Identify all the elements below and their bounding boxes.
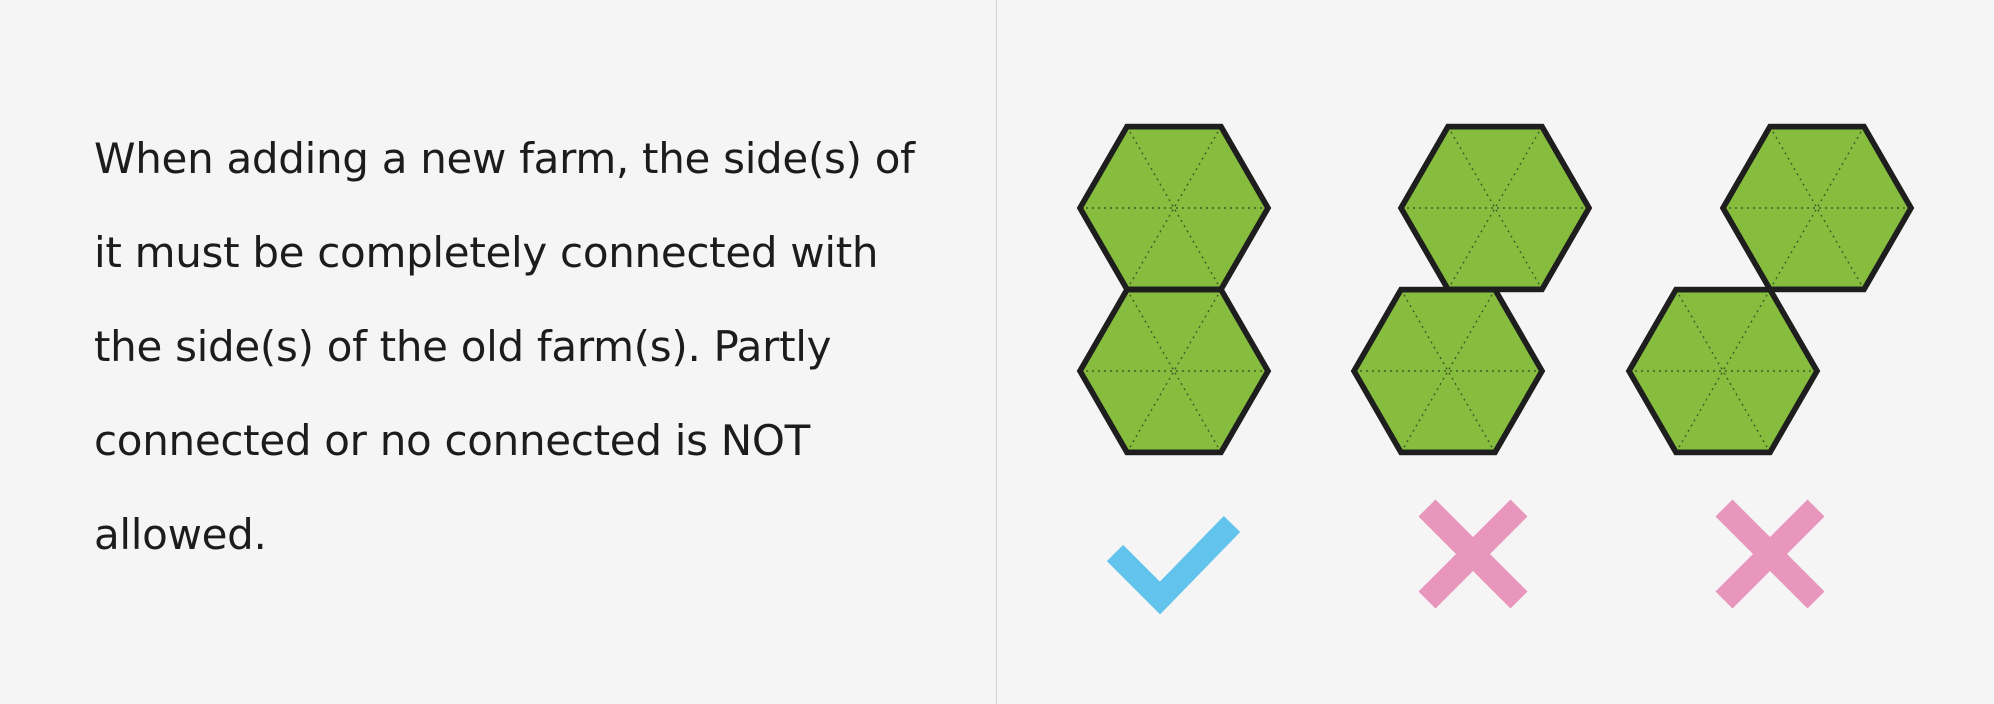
farm-hex-outline (1719, 123, 1915, 293)
new-farm-hex (1350, 286, 1546, 456)
example-fully-connected (1076, 123, 1272, 615)
cross-icon (1715, 499, 1825, 609)
farm-grid-line (1126, 289, 1222, 453)
example-partly-connected (1350, 123, 1593, 609)
farm-grid-line (1126, 289, 1222, 453)
farm-grid-line (1400, 289, 1496, 453)
farm-grid-line (1675, 289, 1771, 453)
farm-grid-line (1400, 289, 1496, 453)
farm-grid-line (1126, 126, 1222, 290)
farm-hex-outline (1625, 286, 1821, 456)
example-not-connected (1625, 123, 1915, 609)
rule-instruction-text: When adding a new farm, the side(s) of i… (94, 134, 915, 559)
check-icon (1106, 515, 1241, 615)
farm-grid-line (1447, 126, 1543, 290)
old-farm-hex (1397, 123, 1593, 293)
panel-divider (996, 0, 997, 704)
cross-icon (1418, 499, 1528, 609)
new-farm-hex (1625, 286, 1821, 456)
farm-hex-outline (1350, 286, 1546, 456)
old-farm-hex (1719, 123, 1915, 293)
farm-hex-shape (1076, 123, 1272, 293)
farm-hex-outline (1397, 123, 1593, 293)
farm-grid-line (1675, 289, 1771, 453)
farm-hex-shape (1625, 286, 1821, 456)
farm-hex-shape (1350, 286, 1546, 456)
farm-hex-shape (1076, 286, 1272, 456)
farm-hex-outline (1076, 286, 1272, 456)
farm-hex-shape (1397, 123, 1593, 293)
old-farm-hex (1076, 123, 1272, 293)
farm-hex-shape (1719, 123, 1915, 293)
farm-grid-line (1126, 126, 1222, 290)
new-farm-hex (1076, 286, 1272, 456)
farm-grid-line (1769, 126, 1865, 290)
farm-grid-line (1769, 126, 1865, 290)
farm-grid-line (1447, 126, 1543, 290)
